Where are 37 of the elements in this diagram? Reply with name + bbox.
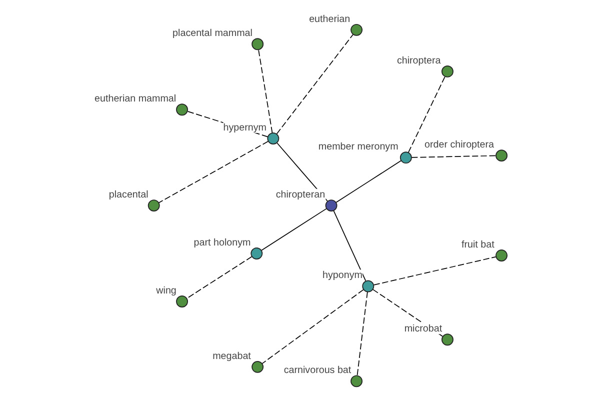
connector (186, 256, 252, 299)
connector (356, 291, 368, 376)
node-circle (350, 375, 362, 388)
node-label: placental mammal (172, 28, 252, 40)
node-label: placental (108, 189, 148, 200)
node-circle (495, 250, 507, 262)
node-label: wing (156, 285, 176, 296)
node-circle (350, 24, 362, 36)
connector (332, 210, 366, 282)
node-label: part holonym (193, 237, 250, 248)
connector (258, 49, 272, 134)
connector (407, 76, 445, 153)
node-label: eutherian (308, 14, 350, 25)
node-label: megabat (212, 350, 250, 362)
node-circle (251, 38, 264, 50)
connector (260, 208, 326, 251)
connector (372, 256, 496, 286)
node-circle (495, 150, 507, 162)
node-label: eutherian mammal (94, 93, 176, 104)
connector (335, 160, 401, 203)
connector (410, 155, 496, 158)
connector (261, 289, 364, 364)
node-circle (250, 248, 262, 260)
node-circle (176, 104, 188, 116)
node-label: carnivorous bat (283, 365, 351, 376)
node-circle (251, 360, 264, 373)
node-label: member meronym (318, 141, 398, 152)
connector (158, 140, 268, 204)
connector (276, 34, 353, 134)
node-text: hyponym (322, 270, 362, 282)
node-circle (441, 65, 453, 78)
node-label: fruit bat (460, 239, 494, 250)
node-circle (399, 152, 412, 164)
node-label: chiroptera (396, 55, 440, 66)
node-circle (176, 296, 188, 308)
node-label: order chiroptera (424, 139, 494, 150)
node-circle (147, 200, 160, 212)
